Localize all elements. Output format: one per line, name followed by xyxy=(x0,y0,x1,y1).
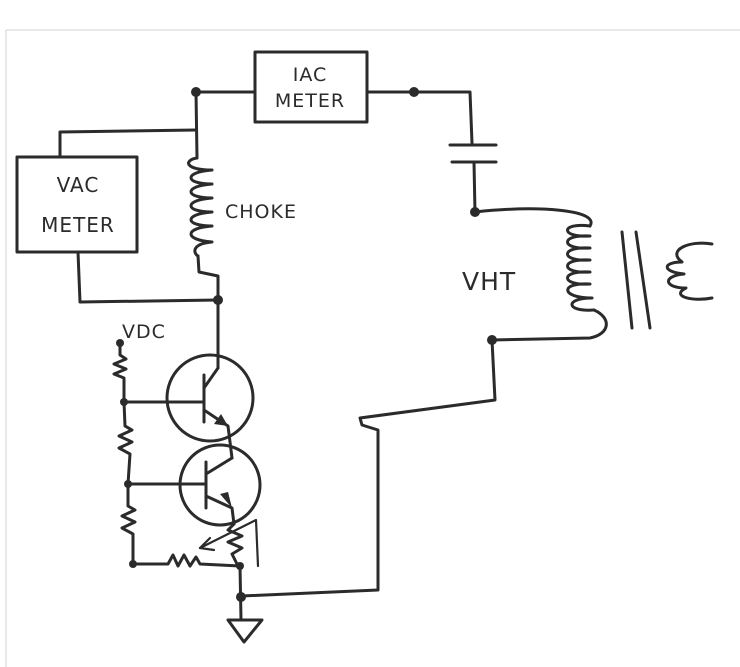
transformer-primary-winding xyxy=(566,223,596,312)
transistor-upper-emitter-arrow xyxy=(214,414,228,426)
resistor-bias-2 xyxy=(117,400,134,486)
iac-meter-label-line1: IAC xyxy=(293,64,328,86)
vdc-label: VDC xyxy=(122,321,166,343)
resistor-bias-3 xyxy=(120,482,137,566)
emitter-variable-resistor xyxy=(198,518,260,568)
capacitor xyxy=(448,143,498,164)
choke-winding xyxy=(187,156,214,258)
choke-lead-top xyxy=(194,90,199,160)
transistor-upper-envelope xyxy=(165,353,255,443)
transistor-upper-collector xyxy=(202,366,220,390)
transistor-upper-emitter xyxy=(202,408,234,460)
ground-symbol xyxy=(226,618,264,644)
transformer-primary-lead-top xyxy=(473,207,593,228)
choke: CHOKE xyxy=(187,90,297,302)
emitter-resistor-adjust-arrow xyxy=(198,518,260,568)
vac-meter-label-line2: METER xyxy=(41,213,115,237)
vac-meter: VAC METER xyxy=(15,155,139,254)
resistor-bottom xyxy=(131,553,242,568)
iac-meter: IAC METER xyxy=(253,50,369,124)
vac-meter-label-line1: VAC xyxy=(57,173,100,197)
vac-meter-box xyxy=(15,155,139,254)
transformer-primary-lead-bottom xyxy=(490,308,608,342)
wire-cap-to-transformer xyxy=(472,160,477,215)
transformer-secondary-winding xyxy=(665,241,714,301)
transistor-lower xyxy=(126,443,262,527)
vht-label: VHT xyxy=(462,267,516,296)
junction-ground xyxy=(236,592,246,602)
emitter-resistor-zigzag xyxy=(226,522,244,568)
resistor-bias-1 xyxy=(112,341,128,404)
transformer-core-line-2 xyxy=(634,230,652,330)
choke-lead-bottom xyxy=(196,254,220,302)
wire-vac-bottom xyxy=(76,250,220,304)
choke-label: CHOKE xyxy=(225,201,297,223)
junction-top-right xyxy=(409,87,419,97)
wire-top-right xyxy=(365,90,474,145)
wire-vac-top xyxy=(58,128,198,159)
transformer: VHT xyxy=(462,207,714,342)
transistor-lower-collector xyxy=(204,456,234,476)
emitter-resistor-arrowhead xyxy=(198,536,216,552)
iac-meter-label-line2: METER xyxy=(275,90,345,112)
transistor-lower-emitter-arrow xyxy=(220,492,232,508)
iac-meter-box xyxy=(253,50,369,124)
transistor-upper xyxy=(123,353,255,460)
wire-return xyxy=(240,338,497,598)
transformer-core-line-1 xyxy=(620,230,634,330)
